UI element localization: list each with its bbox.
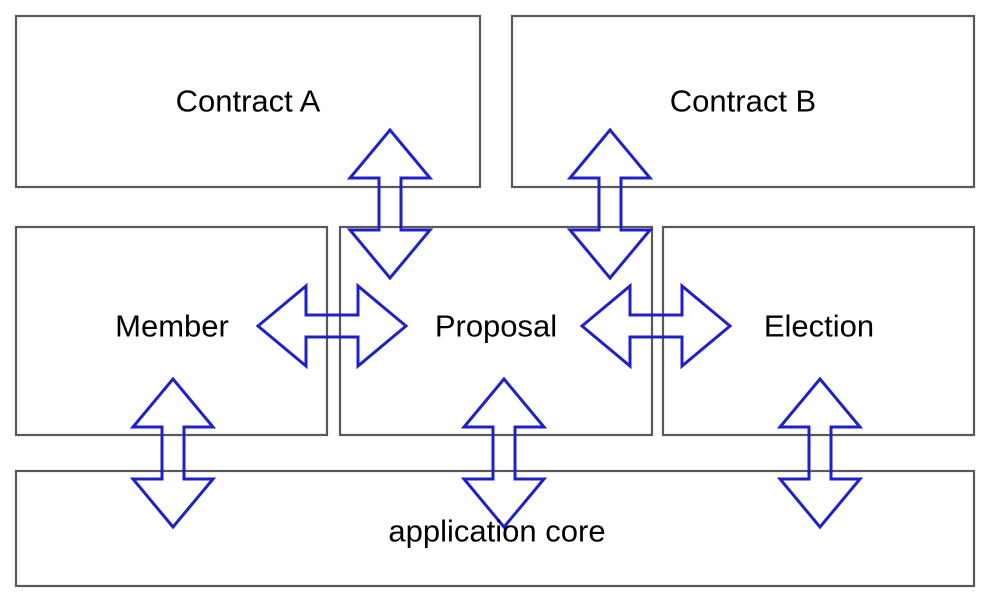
arrow-contract-a-to-proposal <box>346 127 434 281</box>
node-label-election: Election <box>763 308 875 344</box>
node-label-application-core: application core <box>388 513 606 549</box>
node-label-contract-b: Contract B <box>669 83 817 119</box>
node-label-proposal: Proposal <box>434 308 558 344</box>
node-box-election <box>661 225 976 437</box>
node-label-contract-a: Contract A <box>175 83 321 119</box>
arrow-member-to-proposal <box>255 282 409 370</box>
node-box-application-core <box>14 469 976 588</box>
node-box-contract-a <box>14 14 482 189</box>
node-boxes-layer <box>14 14 976 588</box>
node-label-member: Member <box>115 308 229 344</box>
node-box-proposal <box>338 225 654 437</box>
arrow-contract-b-to-proposal <box>566 127 654 281</box>
connection-arrows-layer <box>129 127 864 530</box>
arrow-proposal-to-core <box>460 376 548 530</box>
node-box-member <box>14 225 329 437</box>
arrow-election-to-core <box>776 376 864 530</box>
node-box-contract-b <box>510 14 976 189</box>
arrow-member-to-core <box>129 376 217 530</box>
arrow-proposal-to-election <box>579 282 733 370</box>
